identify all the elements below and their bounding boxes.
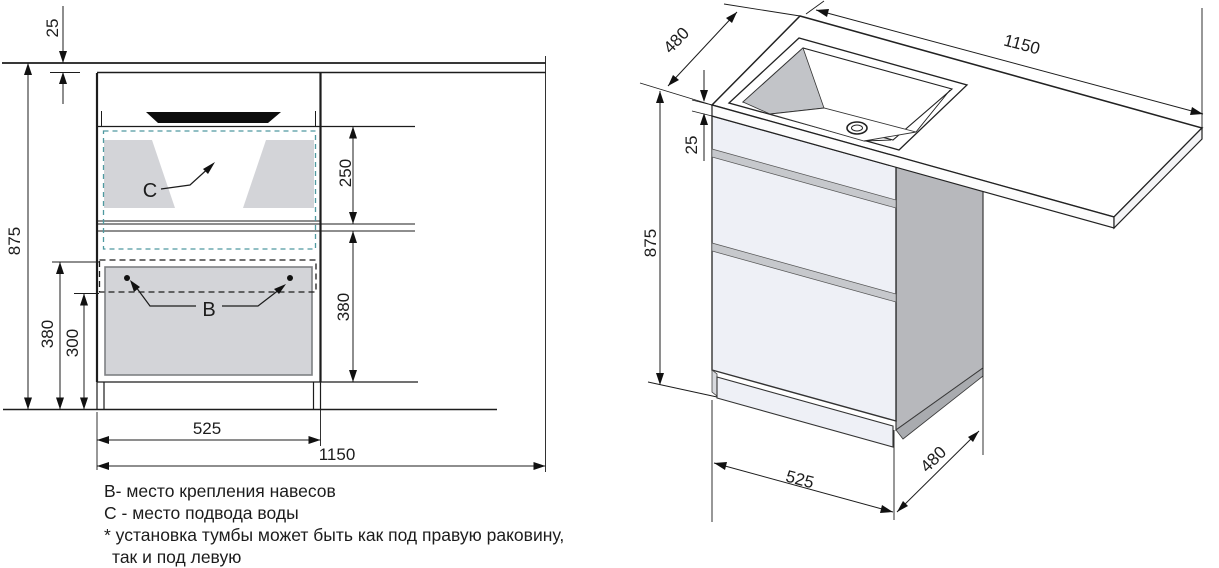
iso-dim-525-exts (711, 400, 895, 522)
c-arrow (203, 162, 215, 174)
sink-clearance-right (243, 140, 314, 208)
sink-silhouette (146, 112, 281, 123)
mount-dot-right (287, 275, 293, 281)
legend-notes: B- место крепления навесов C - место под… (104, 481, 564, 567)
mount-point-label: B (202, 299, 215, 321)
dim-875-label: 875 (5, 227, 24, 255)
dim-875-arrow-top (24, 63, 32, 75)
iso-plinth-front (716, 376, 894, 448)
iso-dim-480top-arrow1 (668, 75, 679, 86)
plinth-right-lines (312, 382, 322, 409)
iso-dim-1150-line (815, 9, 1204, 115)
iso-dim-525-line (713, 462, 894, 513)
iso-dim-480bot-line (896, 430, 980, 513)
iso-dim-875-ext-bottom (647, 381, 718, 398)
c-leader (160, 164, 213, 190)
iso-dim-25-arrow-top (700, 90, 708, 102)
b-arrow-left (130, 280, 140, 292)
note-install-2: так и под левую (112, 547, 241, 567)
sink-clearance-left (104, 140, 175, 208)
dim-380L-label: 380 (38, 320, 57, 348)
dim-525-arrow-right (308, 436, 321, 444)
iso-dim-480bot-arrow1 (897, 501, 908, 512)
dim-875-arrow-bottom (24, 397, 32, 410)
iso-dim-480top-label: 480 (660, 24, 693, 58)
mount-zone-dashed (98, 259, 317, 293)
iso-dim-1150-arrow-right (1190, 107, 1203, 115)
water-point-label: C (143, 180, 157, 202)
dim-1150-arrow-left (97, 462, 109, 470)
b-arrow-right (274, 284, 286, 294)
iso-plinth-return (711, 369, 718, 397)
dim-25-arrow-top (59, 51, 67, 63)
dim-250-arrow-bottom (349, 212, 357, 224)
dim-1150-arrow-right (533, 462, 546, 470)
iso-dim-1150-exts (805, 0, 1203, 131)
b-leader-right (222, 285, 285, 307)
iso-drain-outer (846, 121, 868, 135)
note-install-1: * установка тумбы может быть как под пра… (104, 525, 564, 545)
iso-dim-875-label: 875 (641, 229, 660, 257)
dim-380R-arrow-bottom (349, 370, 357, 382)
iso-sink-corner-lines (863, 89, 951, 142)
iso-dim-480bot-label: 480 (917, 443, 950, 476)
plinth-left-lines (96, 382, 105, 409)
mount-dot-left (124, 275, 130, 281)
front-view (2, 6, 546, 472)
iso-dim-480bot-arrow2 (968, 431, 979, 442)
iso-side-face (895, 166, 984, 432)
dim-380L-arrow-bottom (56, 397, 64, 410)
dim-1150-label: 1150 (319, 445, 356, 464)
dim-250-label: 250 (336, 159, 355, 187)
dim-380L-arrow-top (56, 262, 64, 274)
iso-dim-25-exts (691, 99, 713, 117)
iso-dim-25-arrow-bottom (700, 113, 708, 125)
iso-dim-480top-arrow2 (726, 12, 737, 23)
dim-250-arrow-top (349, 126, 357, 139)
dim-300-arrow-top (80, 293, 88, 306)
note-mount: B- место крепления навесов (104, 481, 336, 501)
iso-counter-end-edge (1113, 126, 1203, 230)
iso-view (639, 0, 1204, 522)
dim-380R-arrow-top (349, 231, 357, 243)
iso-ext-back (723, 3, 801, 17)
dim-525-arrow-left (97, 436, 109, 444)
iso-handle-groove-top (711, 148, 897, 209)
iso-dim-25-label: 25 (682, 136, 701, 155)
sink-cutout-dashed (102, 130, 317, 250)
iso-dim-525-arrow-right (880, 505, 893, 513)
iso-dim-525-label: 525 (784, 467, 816, 493)
note-water: C - место подвода воды (104, 503, 299, 523)
dim-300-arrow-bottom (80, 397, 88, 410)
iso-dim-1150-label: 1150 (1002, 31, 1042, 59)
iso-dim-480top-line (667, 11, 738, 87)
iso-dim-525-arrow-left (714, 462, 727, 470)
iso-drain-inner (851, 124, 863, 132)
dim-380R-label: 380 (334, 293, 353, 321)
iso-dim-1150-arrow-left (816, 9, 829, 17)
iso-handle-groove-middle (711, 242, 897, 303)
dim-25-label: 25 (43, 19, 62, 38)
iso-ext-corner (639, 82, 713, 106)
dim-300-label: 300 (63, 329, 82, 357)
dim-25-arrow-bottom (59, 72, 67, 84)
lower-drawer-panel (104, 266, 313, 376)
b-leader-left (132, 282, 196, 307)
front-view-labels: 25 875 380 300 250 380 525 1150 C B (5, 19, 355, 464)
iso-dim-875-arrow-top (656, 91, 664, 103)
dim-525-label: 525 (193, 419, 221, 438)
iso-dim-875-arrow-bottom (656, 373, 664, 385)
